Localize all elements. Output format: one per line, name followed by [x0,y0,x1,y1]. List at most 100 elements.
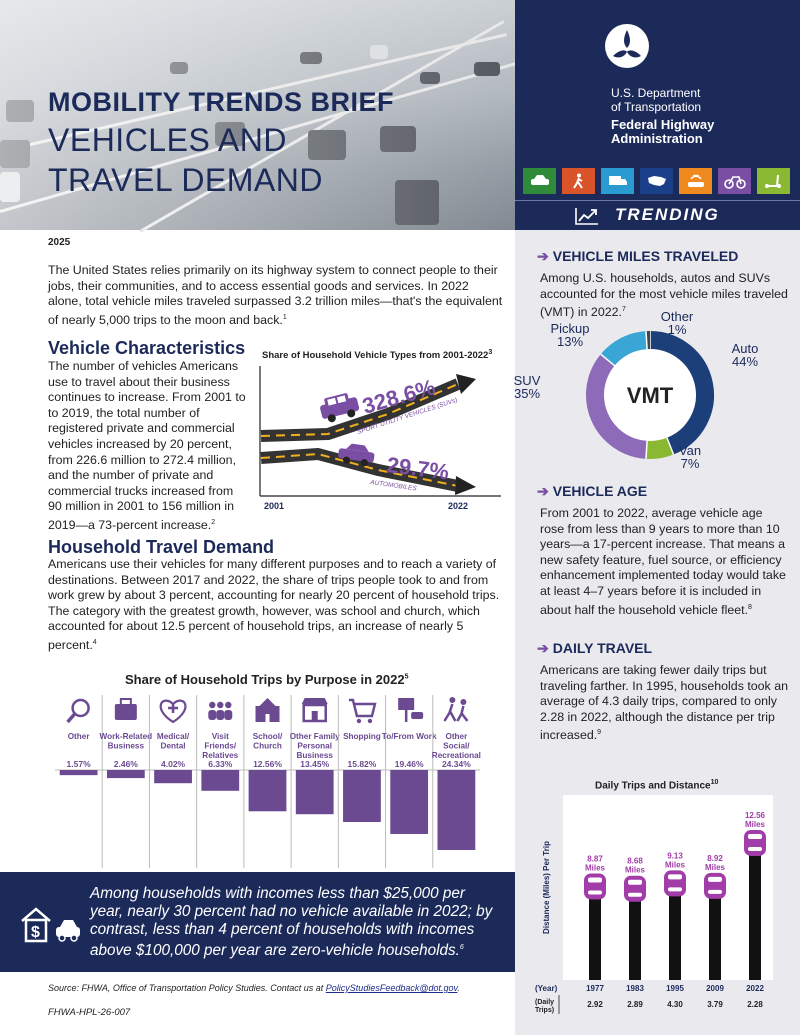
automobile-icon [338,443,375,467]
vmt-heading: ➔VEHICLE MILES TRAVELED [537,248,739,264]
bar [154,770,192,784]
car-icon [523,168,556,194]
page-title-line1: VEHICLES AND [48,122,287,158]
publication-id: FHWA-HPL-26-007 [48,1007,131,1018]
svg-text:$: $ [31,924,40,941]
category-label: Personal [297,742,332,751]
y-axis-label: Distance (Miles) Per Trip [542,841,551,934]
fhwa-name-line2: Administration [611,131,703,146]
category-label: Recreational [432,751,481,760]
bar [437,770,476,850]
slice-value-label: 13% [557,334,583,349]
footnote-ref: 1 [282,313,287,321]
header: MOBILITY TRENDS BRIEF VEHICLES AND TRAVE… [0,0,800,233]
briefcase-icon [114,698,137,720]
x-tick-start: 2001 [264,501,284,511]
car-icon [624,875,646,902]
slice-category-label: Other [661,309,694,324]
highway-photo: MOBILITY TRENDS BRIEF VEHICLES AND TRAVE… [0,0,539,233]
category-label: Business [108,742,145,751]
medical-cross-icon [159,699,187,724]
vehicle-characteristics-heading: Vehicle Characteristics [48,338,246,358]
car-icon [744,829,766,856]
suv-trend-arrowhead [456,374,476,394]
vehicle-age-heading: ➔VEHICLE AGE [537,483,648,499]
daily-trips-value: 2.89 [627,1000,643,1009]
bar [295,770,334,815]
category-label: Shopping [343,732,381,741]
slice-value-label: 1% [668,322,687,337]
feedback-email-link[interactable]: PolicyStudiesFeedback@dot.gov [325,983,458,993]
bar [59,770,98,776]
road-bar [589,875,601,980]
arrow-right-icon: ➔ [537,483,549,499]
category-label: Other [68,732,91,741]
donut-slice [600,331,648,366]
auto-change-label: 29.7% [385,452,450,484]
dot-name-line2: of Transportation [611,100,702,114]
footnote-ref: 8 [748,603,752,611]
daily-trips-label: (Daily [535,999,554,1006]
footnote-ref: 4 [92,638,97,646]
household-travel-body: Americans use their vehicles for many di… [48,557,500,653]
bar [248,770,287,812]
dot-name-line1: U.S. Department [611,86,701,100]
category-label: Church [253,742,282,751]
trending-label: TRENDING [615,205,720,224]
year-tick-label: 2022 [746,984,764,993]
dot-logo-icon [605,24,649,68]
distance-unit-label: Miles [665,860,686,869]
category-label: Social/ [443,742,470,751]
slice-category-label: Auto [732,341,759,356]
trending-bar: TRENDING [515,200,800,230]
category-label: To/From Work [382,732,437,741]
bar-value-label: 12.56% [253,759,282,769]
vehicle-age-body: From 2001 to 2022, average vehicle age r… [540,506,786,617]
donut-backdrop [593,338,707,452]
daily-trips-value: 2.28 [747,1000,763,1009]
road-bar [709,874,721,980]
distance-unit-label: Miles [585,863,606,872]
mode-icons [523,168,793,194]
daily-trips-label: Trips) [535,1007,554,1014]
fhwa-name-line1: Federal Highway [611,117,715,132]
footnote-ref: 10 [710,779,719,786]
daily-trips-value: 2.92 [587,1000,603,1009]
school-icon [255,698,280,722]
trip-purpose-chart-title: Share of Household Trips by Purpose in 2… [125,672,409,687]
trending-chart-icon [575,208,598,225]
category-label: School/ [253,732,283,741]
arrow-right-icon: ➔ [537,248,549,264]
car-icon [664,870,686,897]
category-label: Business [297,751,334,760]
footnote-ref: 7 [621,306,626,314]
arrow-right-icon: ➔ [537,640,549,656]
year-tick-label: 1977 [586,984,604,993]
car-icon [584,873,606,900]
x-tick-end: 2022 [448,501,468,511]
trip-purpose-chart: Other1.57%Work-RelatedBusiness2.46%Medic… [55,695,481,868]
house-dollar-car-icon: $ [21,907,80,943]
slice-separator [645,331,648,350]
bar [343,770,381,822]
slice-value-label: 44% [732,354,758,369]
distance-unit-label: Miles [625,866,646,875]
distance-unit-label: Miles [745,820,766,829]
road-bar [749,831,761,980]
store-icon [301,698,328,723]
year-tick-label: 2009 [706,984,724,993]
bar-value-label: 1.57% [67,759,92,769]
slice-category-label: Pickup [550,321,589,336]
vmt-body: Among U.S. households, autos and SUVs ac… [540,271,788,320]
slice-category-label: SUV [514,373,541,388]
x-axis-label: (Year) [535,984,558,993]
daily-trips-value: 4.30 [667,1000,683,1009]
publication-year: 2025 [48,237,71,248]
source-note: Source: FHWA, Office of Transportation P… [48,983,460,993]
footnote-ref: 3 [488,349,493,356]
bar-value-label: 2.46% [114,759,139,769]
category-label: Visit [212,732,229,741]
footnote-ref: 2 [211,518,216,526]
slice-separator [600,353,616,367]
